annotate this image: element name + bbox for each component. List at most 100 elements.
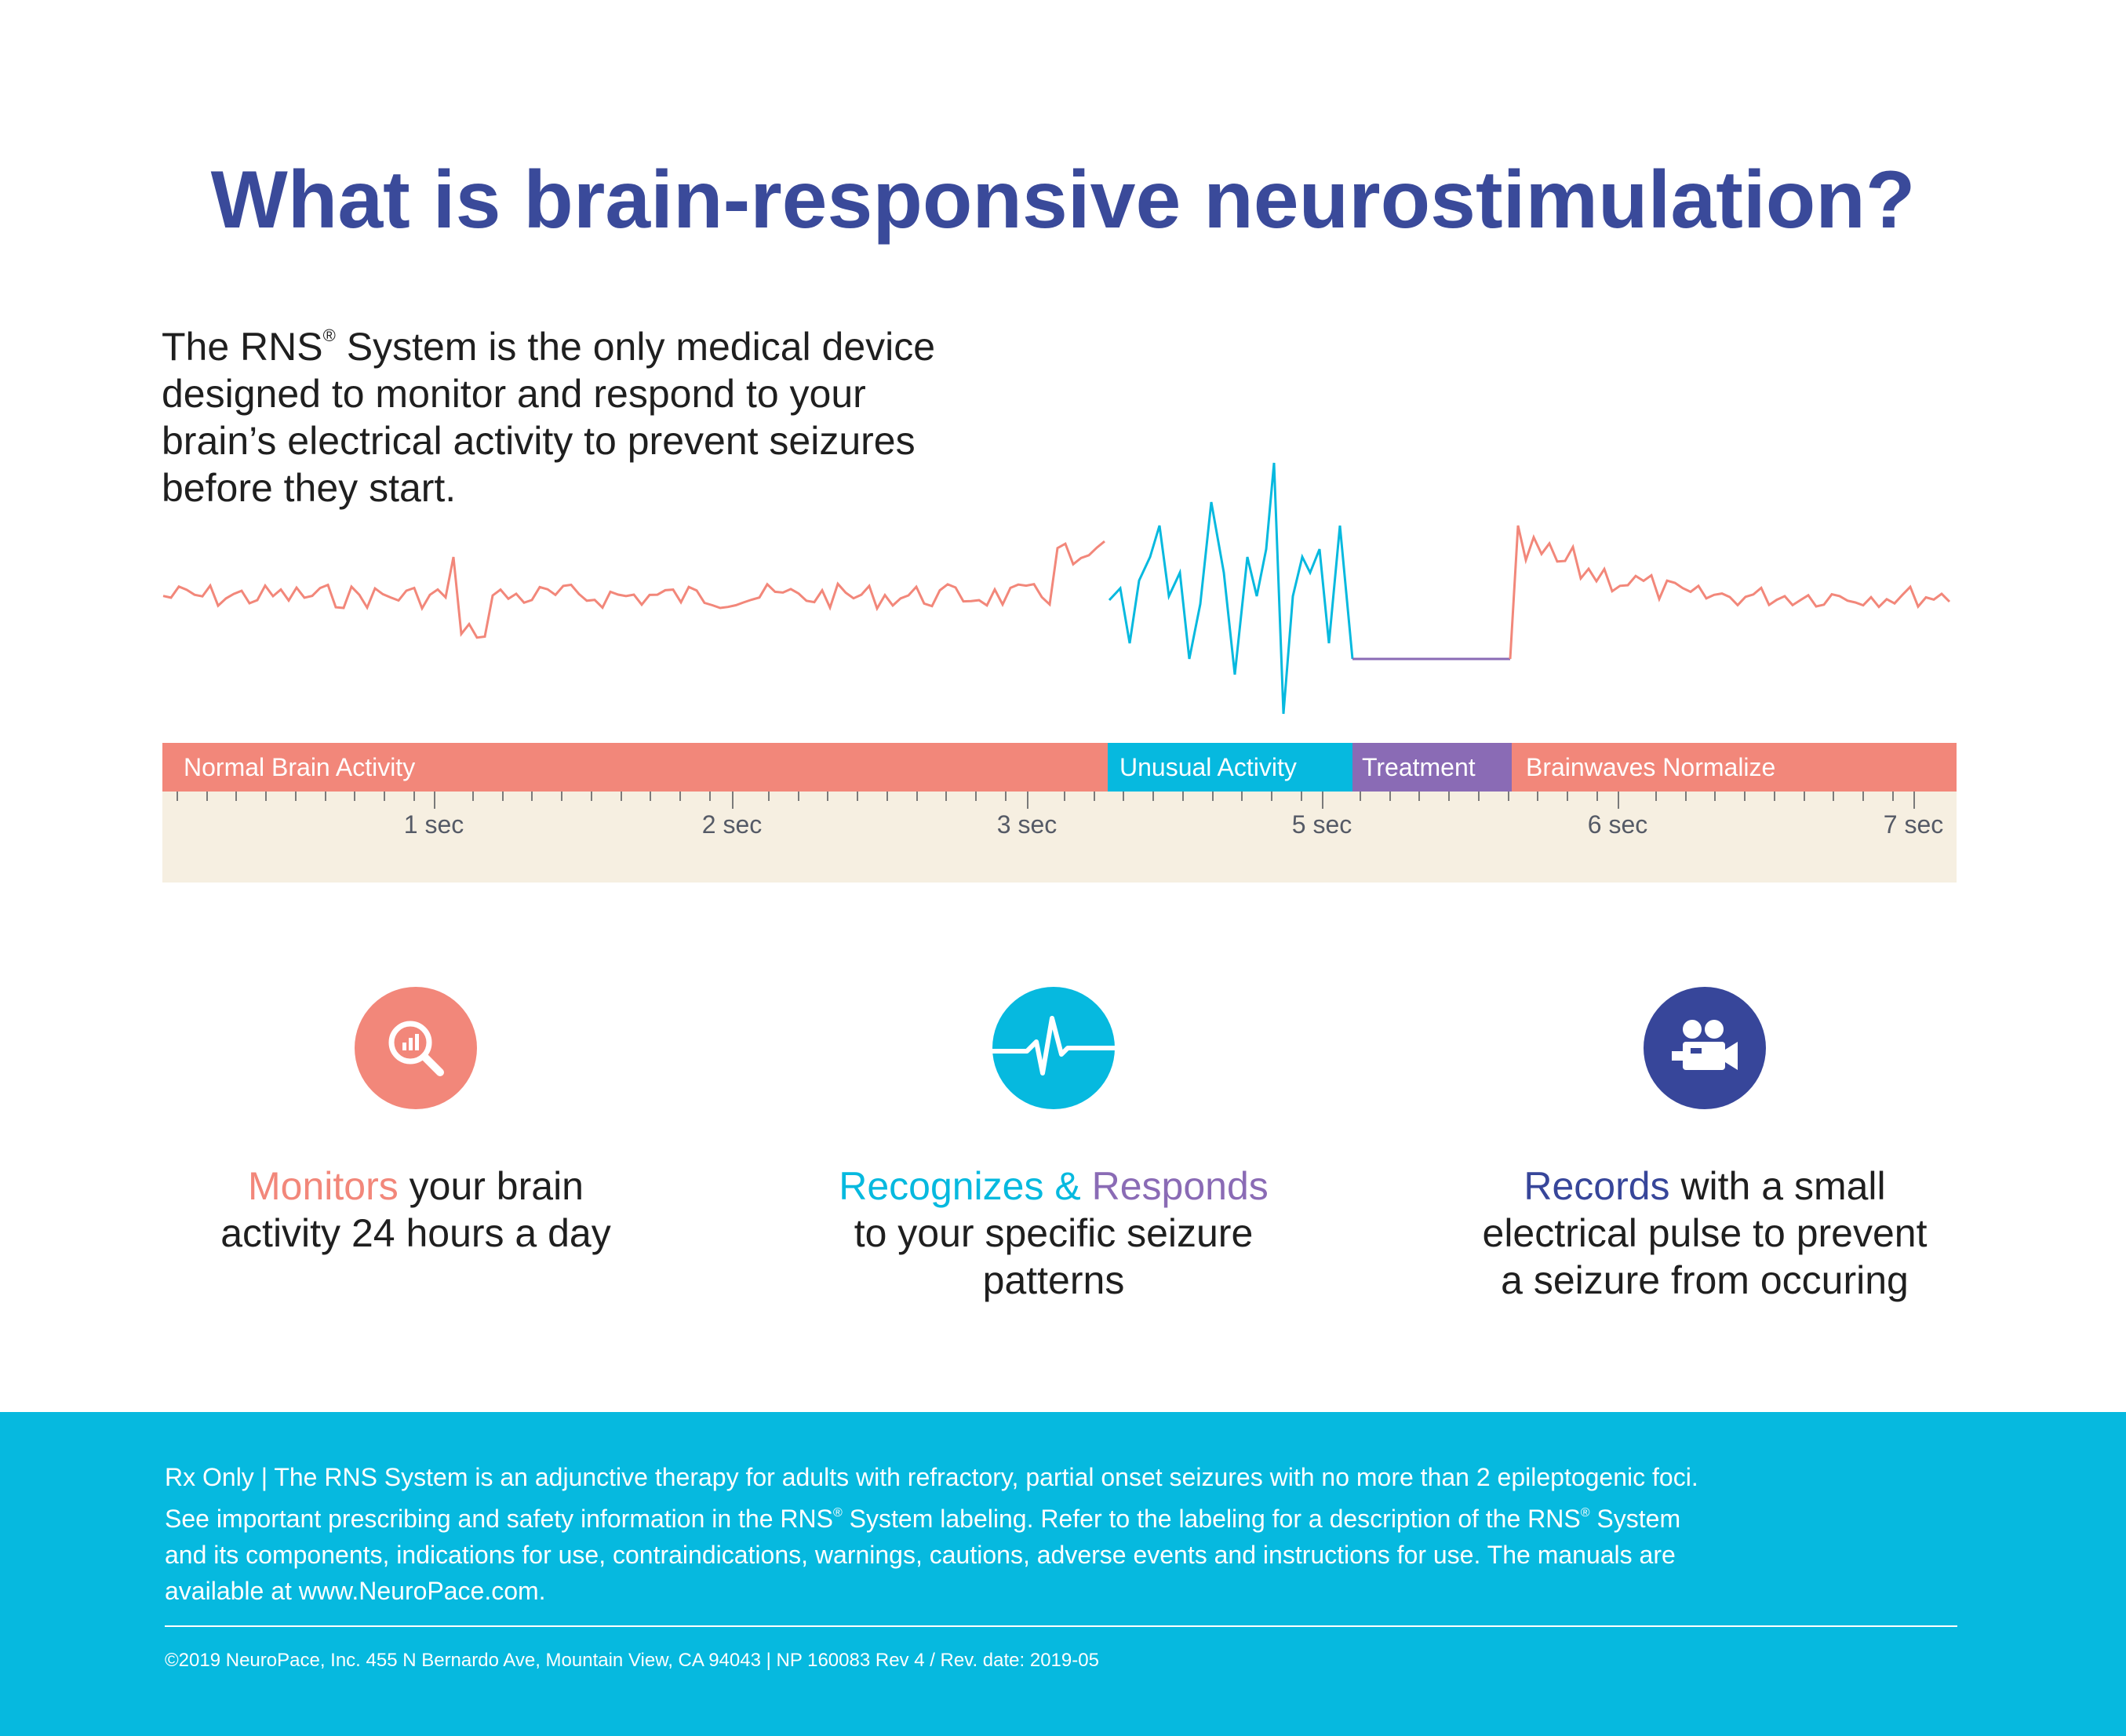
axis-minor-tick: [1301, 792, 1302, 801]
axis-minor-tick: [1182, 792, 1184, 801]
axis-minor-tick: [177, 792, 178, 801]
axis-minor-tick: [621, 792, 622, 801]
copyright-text: ©2019 NeuroPace, Inc. 455 N Bernardo Ave…: [165, 1650, 1099, 1671]
axis-minor-tick: [709, 792, 711, 801]
axis-minor-tick: [975, 792, 977, 801]
axis-minor-tick: [1271, 792, 1272, 801]
intro-line-1: The RNS® System is the only medical devi…: [162, 325, 936, 369]
feature-records: Records with a small electrical pulse to…: [1430, 987, 1979, 1304]
footer-divider: [165, 1625, 1957, 1627]
axis-minor-tick: [945, 792, 947, 801]
axis-major-tick: [1618, 792, 1619, 809]
axis-minor-tick: [1005, 792, 1007, 801]
axis-minor-tick: [413, 792, 415, 801]
axis-minor-tick: [1478, 792, 1480, 801]
phase-bar: Normal Brain Activity Unusual Activity T…: [162, 743, 1957, 792]
axis-minor-tick: [768, 792, 770, 801]
axis-minor-tick: [265, 792, 267, 801]
axis-minor-tick: [1212, 792, 1214, 801]
intro-line-4: before they start.: [162, 466, 457, 510]
feature-highlight-responds: Responds: [1091, 1164, 1269, 1208]
axis-minor-tick: [206, 792, 208, 801]
intro-line-3: brain’s electrical activity to prevent s…: [162, 419, 916, 463]
axis-major-tick: [732, 792, 734, 809]
axis-minor-tick: [591, 792, 592, 801]
axis-minor-tick: [325, 792, 326, 801]
axis-major-tick: [1913, 792, 1915, 809]
axis-minor-tick: [295, 792, 297, 801]
axis-minor-tick: [886, 792, 888, 801]
time-axis: 1 sec 2 sec 3 sec 5 sec 6 sec 7 sec: [162, 792, 1957, 883]
axis-minor-tick: [798, 792, 799, 801]
axis-minor-tick: [1418, 792, 1420, 801]
pulse-icon-circle: [992, 987, 1115, 1109]
axis-major-tick: [434, 792, 435, 809]
axis-minor-tick: [1123, 792, 1124, 801]
axis-minor-tick: [916, 792, 918, 801]
axis-minor-tick: [1774, 792, 1775, 801]
axis-minor-tick: [679, 792, 681, 801]
phase-brainwaves-normalize: Brainwaves Normalize: [1512, 743, 1957, 792]
brainwave-pulse-icon: [992, 1016, 1115, 1075]
axis-minor-tick: [1360, 792, 1361, 801]
axis-minor-tick: [235, 792, 237, 801]
phase-treatment: Treatment: [1352, 743, 1512, 792]
axis-minor-tick: [1685, 792, 1687, 801]
axis-minor-tick: [472, 792, 474, 801]
axis-minor-tick: [1537, 792, 1538, 801]
footer-disclaimer-band: Rx Only | The RNS System is an adjunctiv…: [0, 1412, 2126, 1736]
tick-label: 2 sec: [701, 810, 763, 839]
axis-minor-tick: [1744, 792, 1746, 801]
axis-minor-tick: [1508, 792, 1509, 801]
axis-minor-tick: [1094, 792, 1095, 801]
wave-normalize-segment: [1509, 525, 1951, 660]
axis-minor-tick: [354, 792, 355, 801]
axis-minor-tick: [1892, 792, 1894, 801]
axis-minor-tick: [1389, 792, 1391, 801]
feature-monitors: Monitors your brain activity 24 hours a …: [141, 987, 690, 1257]
axis-minor-tick: [1064, 792, 1065, 801]
feature-highlight: Recognizes &: [839, 1164, 1081, 1208]
tick-label: 3 sec: [996, 810, 1058, 839]
axis-minor-tick: [1567, 792, 1568, 801]
page-title: What is brain-responsive neurostimulatio…: [210, 155, 1916, 246]
wave-unusual-segment: [1108, 462, 1354, 715]
axis-minor-tick: [1833, 792, 1834, 801]
axis-minor-tick: [561, 792, 562, 801]
feature-text-records: Records with a small electrical pulse to…: [1482, 1164, 1928, 1302]
monitor-icon-circle: [355, 987, 477, 1109]
axis-minor-tick: [1862, 792, 1864, 801]
magnifier-chart-icon: [388, 1021, 444, 1076]
axis-minor-tick: [502, 792, 504, 801]
axis-minor-tick: [1448, 792, 1450, 801]
feature-recognizes-responds: Recognizes & Responds to your specific s…: [779, 987, 1328, 1304]
tick-label: 5 sec: [1291, 810, 1352, 839]
feature-highlight: Monitors: [248, 1164, 399, 1208]
axis-minor-tick: [1152, 792, 1154, 801]
tick-label: 6 sec: [1587, 810, 1648, 839]
axis-minor-tick: [1241, 792, 1243, 801]
axis-major-tick: [1027, 792, 1028, 809]
tick-label: 1 sec: [403, 810, 464, 839]
axis-minor-tick: [1804, 792, 1805, 801]
brainwave-graphic: [162, 462, 1951, 715]
phase-unusual-activity: Unusual Activity: [1108, 743, 1352, 792]
tick-label: 7 sec: [1883, 810, 1944, 839]
axis-minor-tick: [827, 792, 828, 801]
wave-normal-segment: [162, 540, 1105, 639]
intro-line-2: designed to monitor and respond to your: [162, 372, 866, 416]
axis-minor-tick: [531, 792, 533, 801]
feature-highlight: Records: [1524, 1164, 1670, 1208]
disclaimer-text: Rx Only | The RNS System is an adjunctiv…: [165, 1463, 1698, 1605]
intro-paragraph: The RNS® System is the only medical devi…: [162, 312, 1103, 511]
axis-minor-tick: [1714, 792, 1716, 801]
feature-text-recognizes: Recognizes & Responds to your specific s…: [839, 1164, 1269, 1302]
video-camera-icon: [1672, 1020, 1738, 1070]
axis-minor-tick: [1655, 792, 1657, 801]
axis-minor-tick: [384, 792, 385, 801]
axis-minor-tick: [1596, 792, 1598, 801]
phase-normal-brain-activity: Normal Brain Activity: [162, 743, 1108, 792]
axis-minor-tick: [650, 792, 651, 801]
feature-text-monitors: Monitors your brain activity 24 hours a …: [220, 1164, 611, 1255]
axis-minor-tick: [857, 792, 858, 801]
